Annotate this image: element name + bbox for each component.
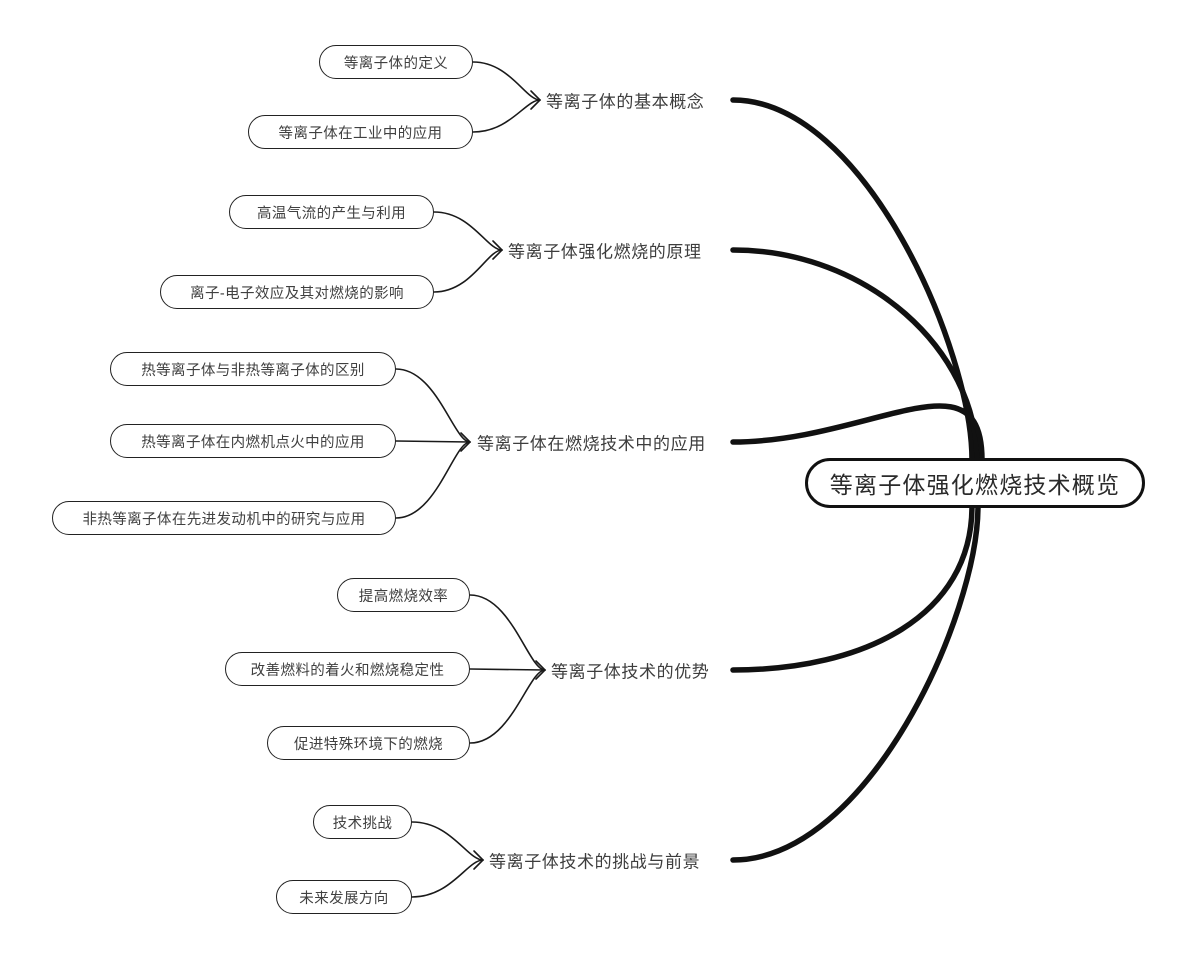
leaf-node-label: 提高燃烧效率 [358, 588, 449, 605]
leaf-node[interactable]: 技术挑战 [313, 805, 412, 839]
leaf-node[interactable]: 促进特殊环境下的燃烧 [267, 726, 470, 760]
leaf-node-label: 改善燃料的着火和燃烧稳定性 [250, 662, 445, 679]
root-node-label: 等离子体强化燃烧技术概览 [829, 472, 1121, 498]
leaf-connector [395, 440, 471, 443]
leaf-node[interactable]: 改善燃料的着火和燃烧稳定性 [225, 652, 470, 686]
branch-join-arrow [530, 90, 542, 110]
leaf-connector [472, 99, 541, 133]
leaf-connector [411, 821, 484, 861]
leaf-node[interactable]: 高温气流的产生与利用 [229, 195, 434, 229]
leaf-node[interactable]: 未来发展方向 [276, 880, 412, 914]
leaf-node[interactable]: 提高燃烧效率 [337, 578, 470, 612]
branch-label[interactable]: 等离子体在燃烧技术中的应用 [477, 434, 706, 454]
leaf-connector [469, 669, 546, 744]
leaf-node[interactable]: 非热等离子体在先进发动机中的研究与应用 [52, 501, 396, 535]
branch-label[interactable]: 等离子体技术的挑战与前景 [489, 852, 701, 872]
branch-join-arrow [492, 240, 504, 260]
leaf-node-label: 热等离子体与非热等离子体的区别 [141, 362, 365, 379]
branch-join-arrow [473, 850, 485, 870]
branch-trunk [730, 503, 975, 673]
leaf-node-label: 非热等离子体在先进发动机中的研究与应用 [82, 511, 366, 528]
leaf-node[interactable]: 等离子体在工业中的应用 [248, 115, 473, 149]
leaf-connector [411, 859, 484, 898]
branch-trunk [730, 403, 985, 463]
leaf-node[interactable]: 等离子体的定义 [319, 45, 473, 79]
leaf-connector [469, 594, 546, 671]
leaf-node-label: 未来发展方向 [299, 890, 389, 907]
leaf-node-label: 技术挑战 [332, 815, 393, 832]
leaf-node[interactable]: 热等离子体与非热等离子体的区别 [110, 352, 396, 386]
branch-join-arrow [535, 660, 547, 680]
branch-join-arrow [460, 432, 472, 452]
leaf-connector [395, 441, 471, 519]
leaf-connector [469, 668, 546, 671]
branch-label[interactable]: 等离子体的基本概念 [546, 92, 705, 112]
branch-label[interactable]: 等离子体技术的优势 [551, 662, 710, 682]
leaf-connector [433, 211, 503, 251]
leaf-connector [395, 368, 471, 443]
root-node[interactable]: 等离子体强化燃烧技术概览 [805, 458, 1145, 508]
leaf-node-label: 高温气流的产生与利用 [257, 205, 406, 222]
leaf-node-label: 离子-电子效应及其对燃烧的影响 [190, 285, 404, 302]
leaf-node[interactable]: 热等离子体在内燃机点火中的应用 [110, 424, 396, 458]
branch-label[interactable]: 等离子体强化燃烧的原理 [508, 242, 702, 262]
branch-trunk [730, 247, 980, 463]
leaf-connector [433, 249, 503, 293]
leaf-connector [472, 61, 541, 101]
branch-trunk [730, 503, 981, 863]
leaf-node-label: 热等离子体在内燃机点火中的应用 [141, 434, 365, 451]
leaf-node[interactable]: 离子-电子效应及其对燃烧的影响 [160, 275, 434, 309]
leaf-node-label: 促进特殊环境下的燃烧 [294, 736, 443, 753]
leaf-node-label: 等离子体在工业中的应用 [278, 125, 443, 142]
leaf-node-label: 等离子体的定义 [343, 55, 449, 72]
